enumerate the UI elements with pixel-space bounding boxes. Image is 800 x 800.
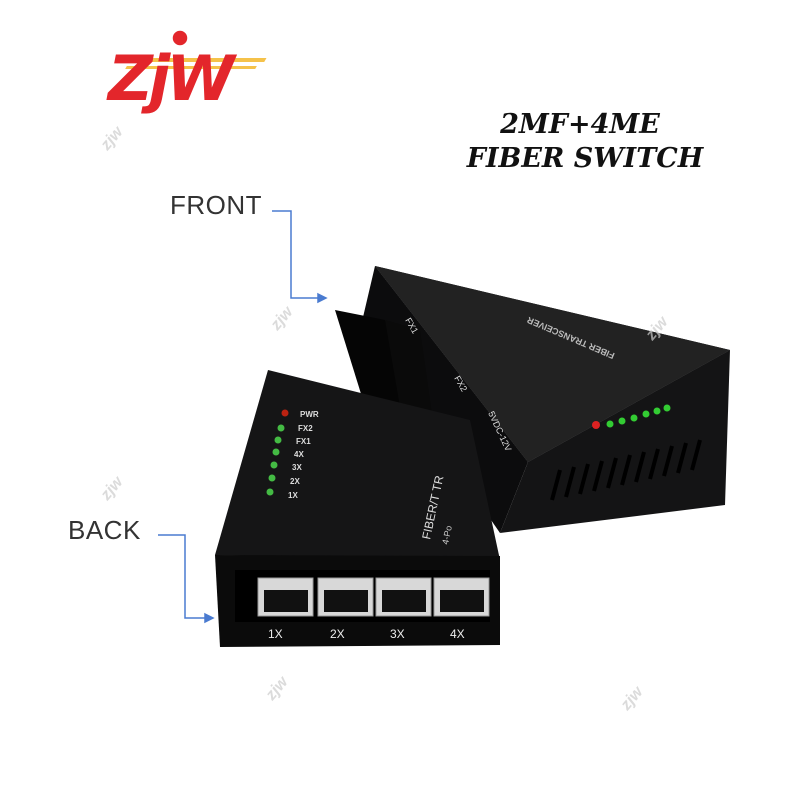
back-unit: PWR FX2 FX1 4X 3X 2X 1X FIBER/T TR 4-Po … bbox=[215, 370, 500, 647]
pwr-led bbox=[592, 421, 600, 429]
port-label-1x: 1X bbox=[268, 627, 283, 641]
front-unit: FX1 FX2 5VDC-12V FIBER TRANSCEIVER bbox=[335, 266, 730, 533]
title-line-2: FIBER SWITCH bbox=[466, 143, 704, 174]
title-line-1: 2MF+4ME bbox=[500, 109, 660, 140]
led-label-fx2: FX2 bbox=[298, 424, 313, 433]
zjw-logo: ZjW bbox=[106, 29, 267, 115]
port-label-3x: 3X bbox=[390, 627, 405, 641]
led-label-3x: 3X bbox=[292, 463, 302, 472]
back-arrow bbox=[158, 534, 215, 624]
side-subtext: 4-Po bbox=[440, 525, 454, 546]
led-label-1x: 1X bbox=[288, 491, 298, 500]
led-label-2x: 2X bbox=[290, 477, 300, 486]
port-label-4x: 4X bbox=[450, 627, 465, 641]
svg-text:ZjW: ZjW bbox=[106, 42, 237, 115]
led-label-pwr: PWR bbox=[300, 410, 319, 419]
led-label-4x: 4X bbox=[294, 450, 304, 459]
back-label: BACK bbox=[68, 515, 141, 545]
led-column bbox=[266, 409, 289, 496]
front-arrow bbox=[272, 210, 328, 304]
front-label: FRONT bbox=[170, 190, 263, 220]
port-label-2x: 2X bbox=[330, 627, 345, 641]
led-label-fx1: FX1 bbox=[296, 437, 311, 446]
